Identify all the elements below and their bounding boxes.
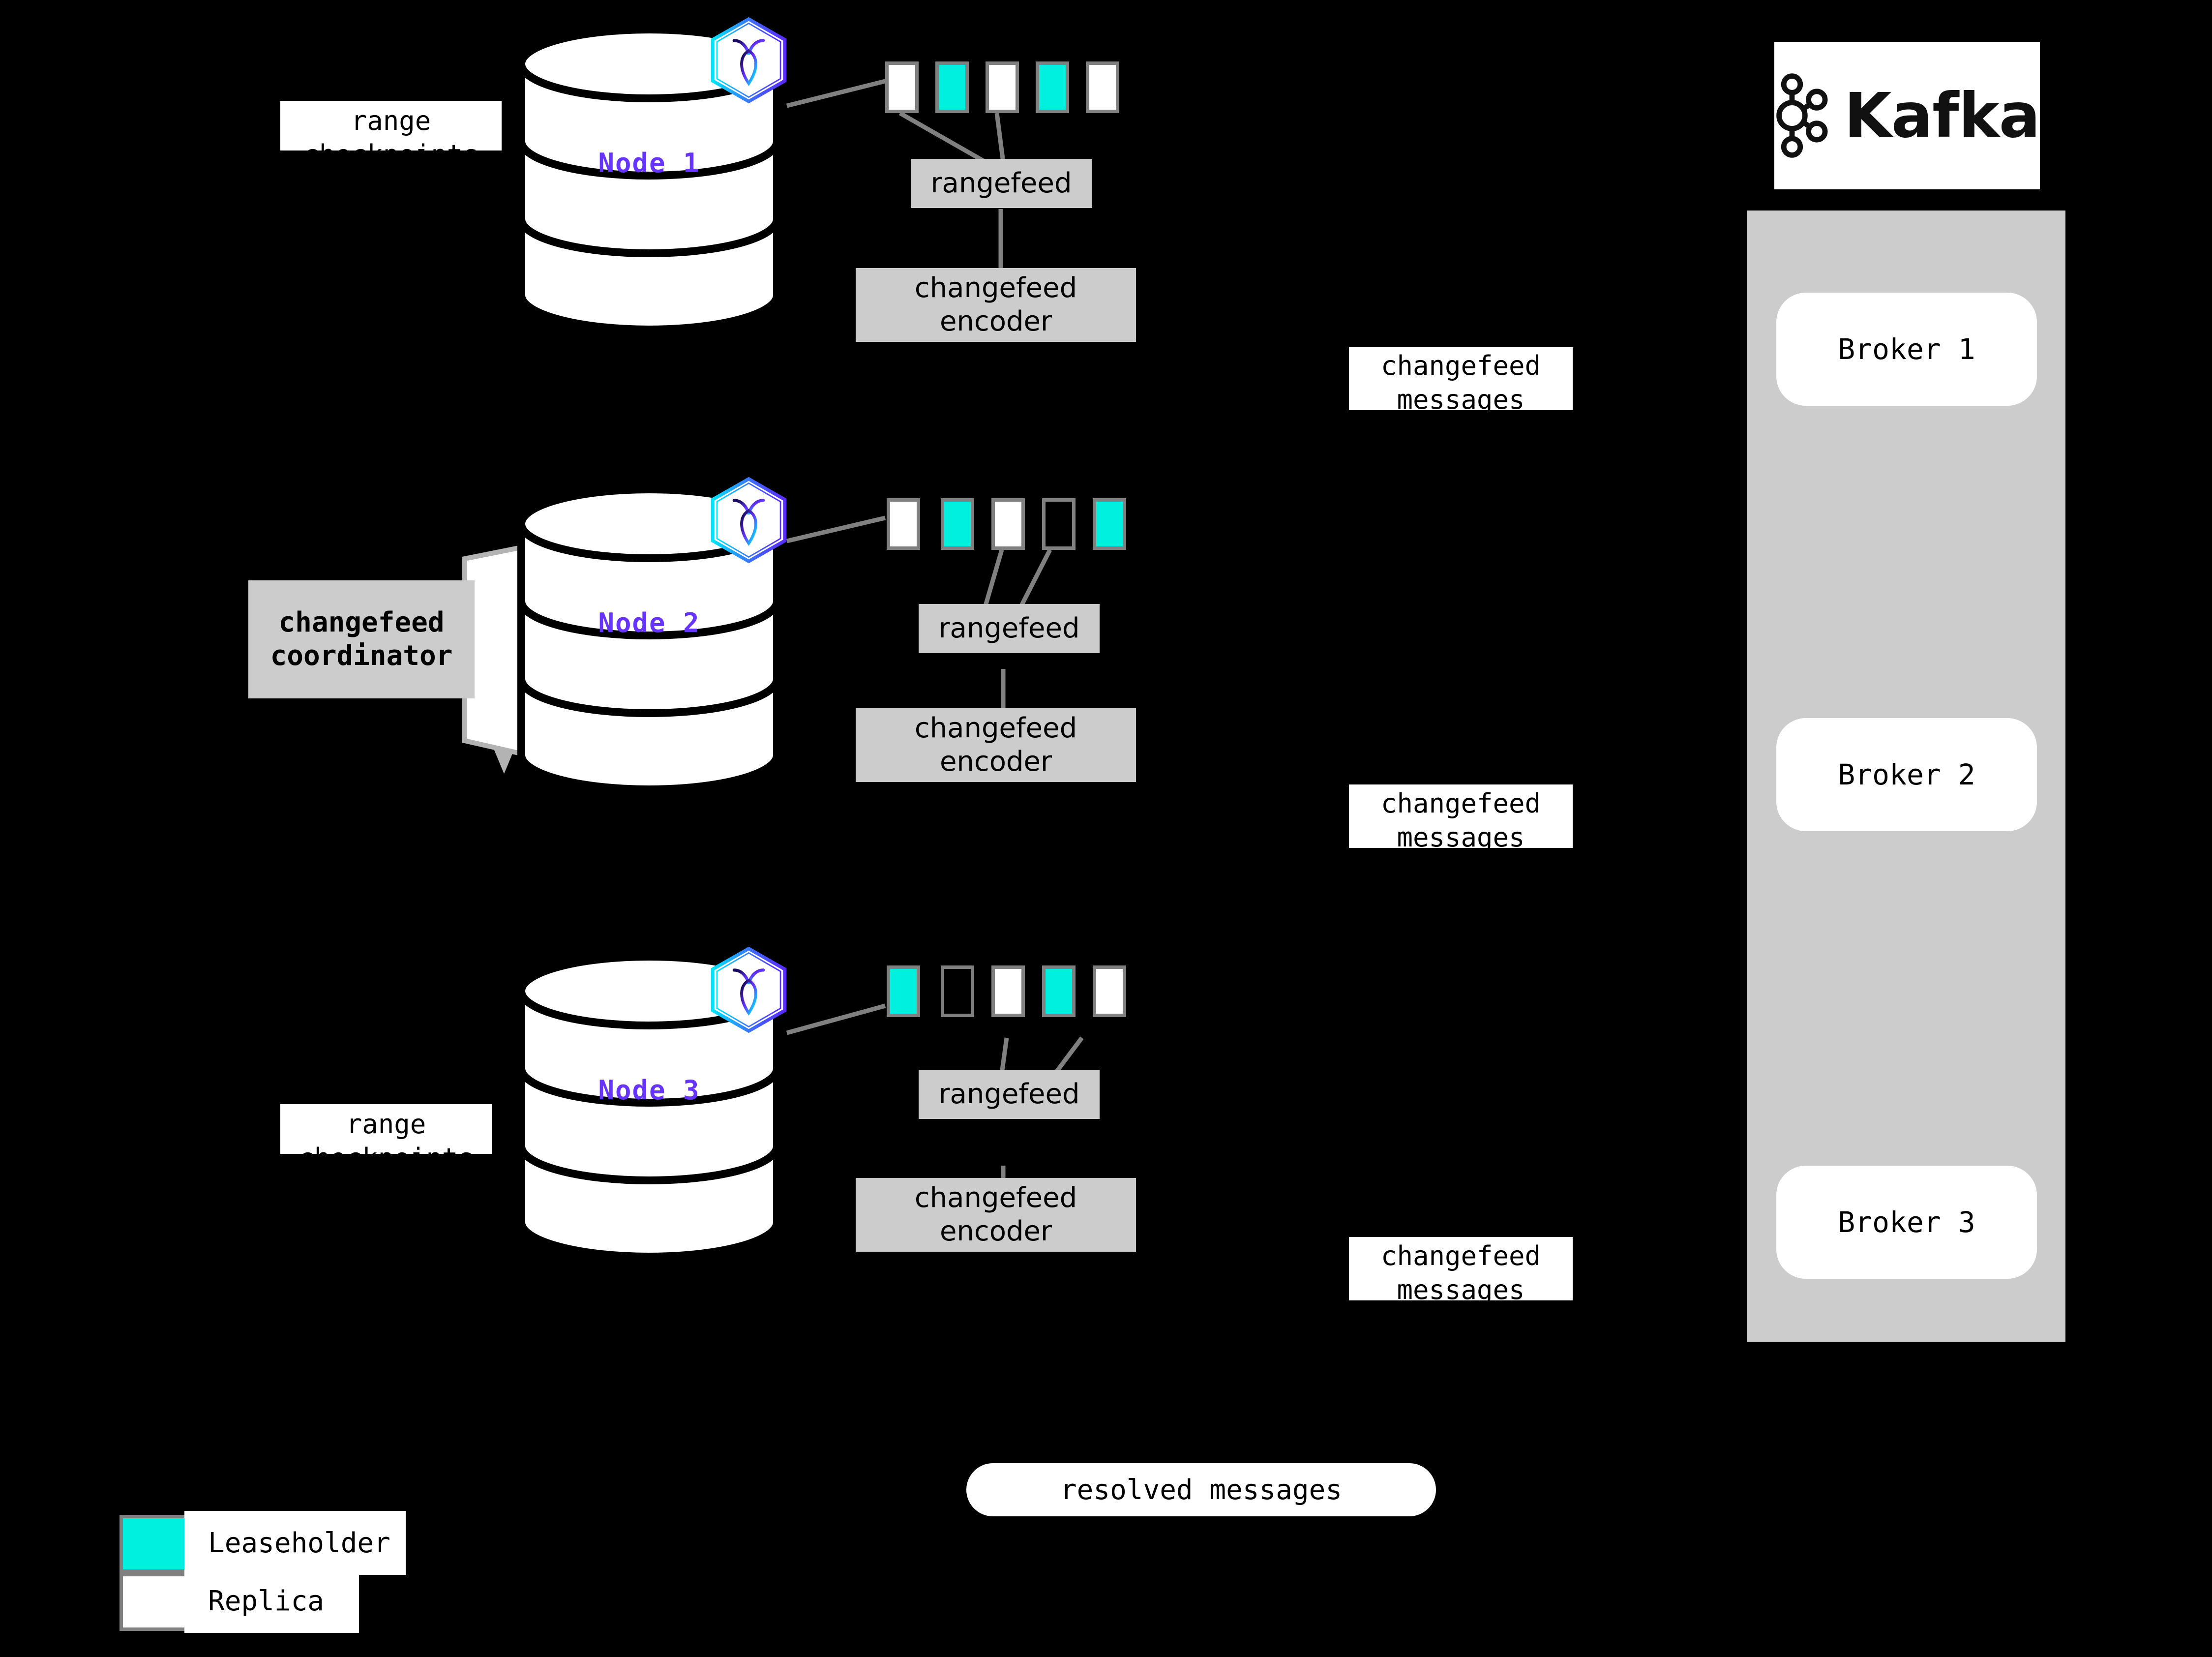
changefeed-encoder-box-node-2[interactable]: changefeed encoder xyxy=(856,708,1136,782)
replica-box[interactable] xyxy=(1093,965,1126,1017)
range-checkpoints-label-node-1: range checkpoints xyxy=(280,101,502,151)
kafka-wordmark: Kafka xyxy=(1844,80,2040,151)
cockroachdb-hexagon-icon-node-3 xyxy=(706,944,792,1035)
replica-box[interactable] xyxy=(887,965,920,1017)
cockroachdb-hexagon-icon-node-1 xyxy=(706,15,792,106)
kafka-nodes-icon xyxy=(1776,73,1828,158)
rangefeed-box-node-1[interactable]: rangefeed xyxy=(911,159,1092,208)
replica-box[interactable] xyxy=(885,61,919,113)
resolved-messages-pill: resolved messages xyxy=(966,1463,1436,1516)
replica-box[interactable] xyxy=(1042,498,1076,550)
replica-box[interactable] xyxy=(986,61,1019,113)
broker-card[interactable]: Broker 2 xyxy=(1776,718,2037,831)
replica-box[interactable] xyxy=(941,965,974,1017)
resolved-messages-label: resolved messages xyxy=(1060,1474,1343,1506)
broker-card[interactable]: Broker 3 xyxy=(1776,1166,2037,1279)
cockroachdb-hexagon-icon-node-2 xyxy=(706,475,792,566)
legend-swatch-leaseholder xyxy=(120,1515,188,1573)
range-checkpoints-label-node-3: range checkpoints xyxy=(280,1104,492,1154)
replica-box[interactable] xyxy=(991,498,1025,550)
replica-box[interactable] xyxy=(1036,61,1069,113)
replica-box[interactable] xyxy=(991,965,1025,1017)
replica-box[interactable] xyxy=(1086,61,1119,113)
broker-label: Broker 2 xyxy=(1838,758,1975,791)
replica-box[interactable] xyxy=(941,498,974,550)
replica-box[interactable] xyxy=(1042,965,1076,1017)
broker-card[interactable]: Broker 1 xyxy=(1776,293,2037,406)
changefeed-messages-label-2: changefeed messages xyxy=(1349,784,1573,848)
rangefeed-box-node-3[interactable]: rangefeed xyxy=(919,1070,1100,1119)
changefeed-messages-label-1: changefeed messages xyxy=(1349,347,1573,410)
broker-label: Broker 3 xyxy=(1838,1205,1975,1239)
kafka-logo-box: Kafka xyxy=(1774,42,2040,189)
changefeed-encoder-box-node-3[interactable]: changefeed encoder xyxy=(856,1178,1136,1252)
changefeed-encoder-box-node-1[interactable]: changefeed encoder xyxy=(856,268,1136,342)
replica-box[interactable] xyxy=(887,498,920,550)
replica-box[interactable] xyxy=(935,61,969,113)
legend-label-replica: Replica xyxy=(184,1569,359,1633)
changefeed-messages-label-3: changefeed messages xyxy=(1349,1237,1573,1300)
broker-label: Broker 1 xyxy=(1838,332,1975,366)
legend-swatch-replica xyxy=(120,1573,188,1631)
changefeed-coordinator-box[interactable]: changefeed coordinator xyxy=(248,580,475,698)
rangefeed-box-node-2[interactable]: rangefeed xyxy=(919,604,1100,653)
legend-label-leaseholder: Leaseholder xyxy=(184,1511,406,1575)
replica-box[interactable] xyxy=(1093,498,1126,550)
